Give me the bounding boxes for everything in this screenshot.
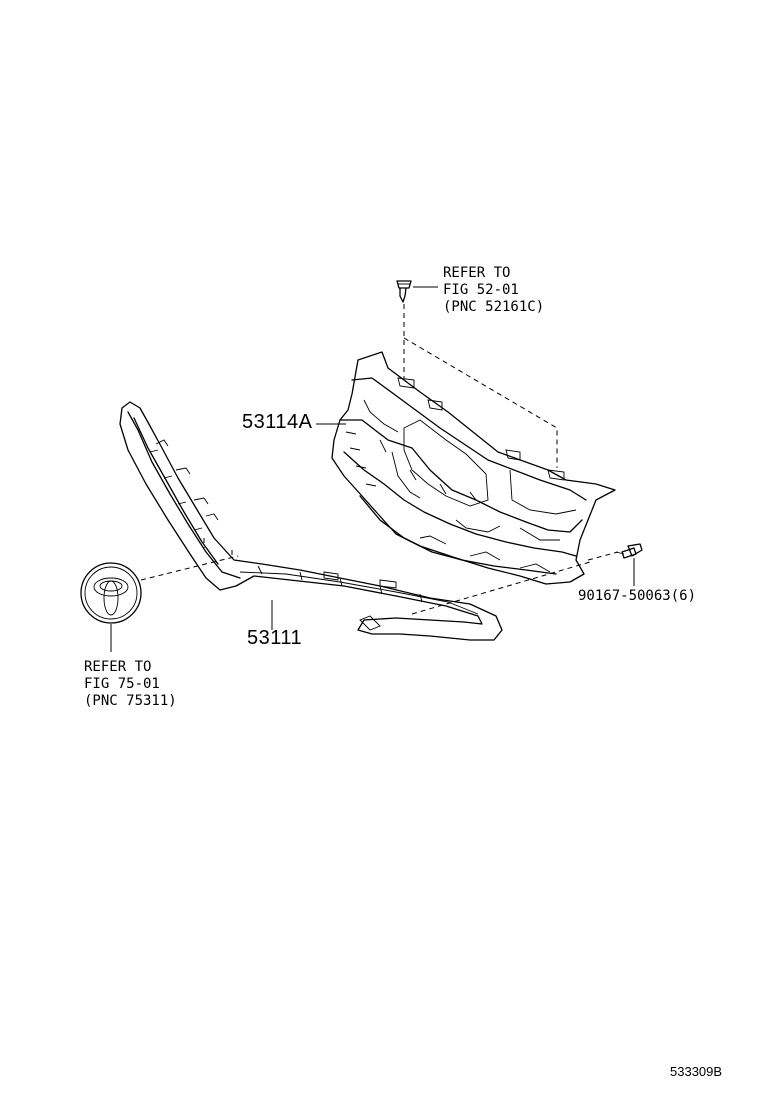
grille-retainer-drawing [331,351,616,585]
emblem-icon [80,562,142,624]
clip-refer-line1: REFER TO [443,265,511,281]
screw-icon [615,543,643,559]
grille-dashed-guide [203,538,591,615]
clip-dashed-guide [403,304,558,468]
emblem-dashed-guide [140,555,239,581]
part-label-retainer: 53114A [242,411,313,433]
part-label-screw: 90167-50063(6) [578,588,697,604]
grille-drawing [119,401,503,641]
clip-icon [396,280,412,303]
diagram-id: 533309B [670,1064,723,1079]
part-label-grille: 53111 [247,627,303,649]
screw-dashed-guide [587,551,619,561]
emblem-refer-line1: REFER TO [84,659,152,675]
emblem-refer-line2: FIG 75-01 [84,676,160,692]
clip-refer-line3: (PNC 52161C) [443,299,545,315]
emblem-refer-line3: (PNC 75311) [84,693,177,709]
clip-refer-line2: FIG 52-01 [443,282,519,298]
